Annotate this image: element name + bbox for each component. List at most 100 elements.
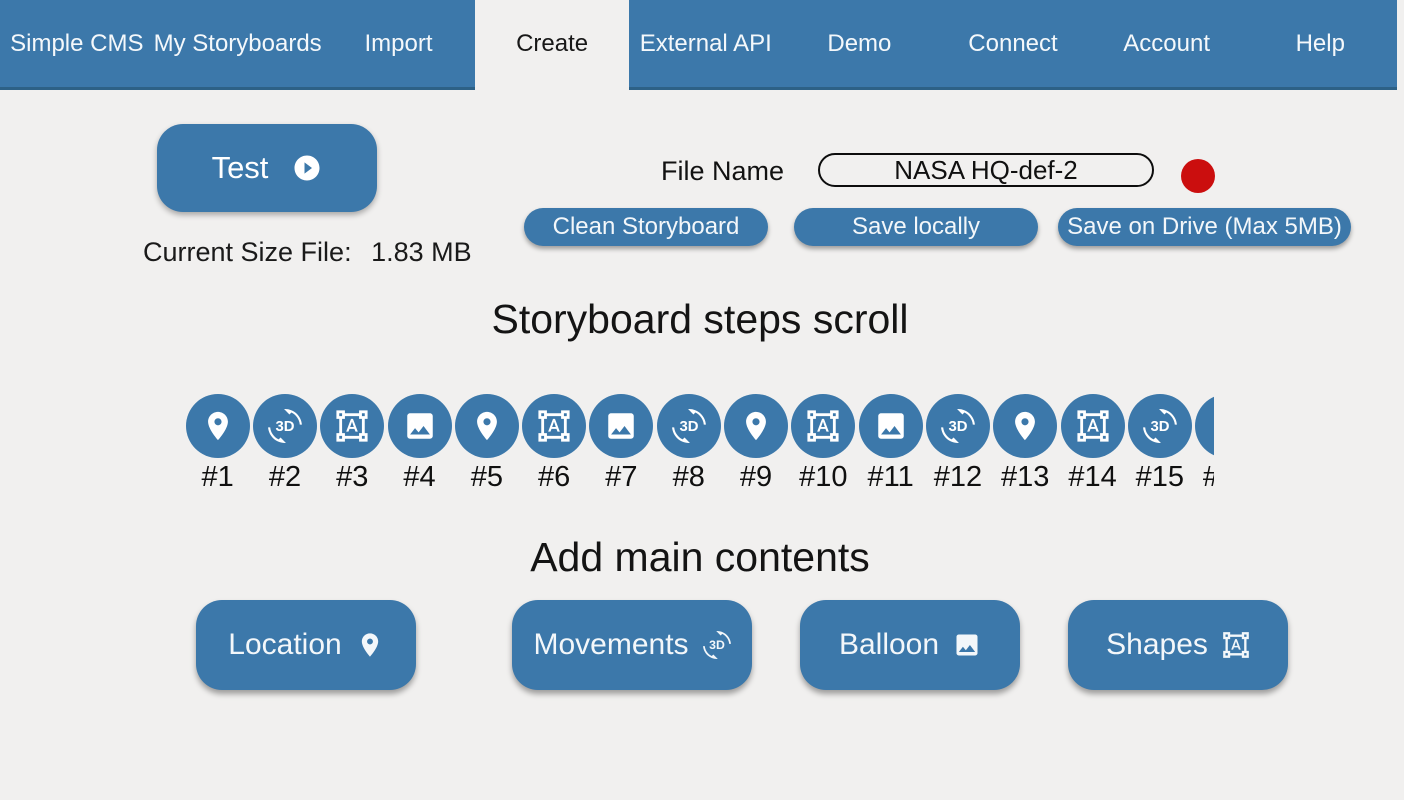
step-circle-8[interactable]: 3D (656, 394, 721, 458)
current-file-size-value: 1.83 MB (371, 237, 472, 267)
save-locally-button[interactable]: Save locally (794, 208, 1038, 246)
step-item-11[interactable]: #11 (857, 394, 924, 494)
step-item-12[interactable]: 3D #12 (924, 394, 991, 494)
add-movements-button[interactable]: Movements 3D (512, 600, 752, 690)
step-item-16[interactable]: #16 (1193, 394, 1214, 494)
file-name-input[interactable] (818, 153, 1154, 187)
step-label: #10 (799, 461, 848, 493)
top-nav: Simple CMS My Storyboards Import Create Exte… (0, 0, 1398, 90)
nav-item-demo[interactable]: Demo (782, 0, 937, 90)
nav-item-simple-cms[interactable]: Simple CMS (0, 0, 154, 90)
nav-item-label: Connect (968, 29, 1058, 57)
add-shapes-button[interactable]: Shapes (1068, 600, 1288, 690)
3d-rotation-icon: 3D (268, 409, 302, 443)
step-item-13[interactable]: #13 (992, 394, 1059, 494)
step-item-9[interactable]: #9 (722, 394, 789, 494)
step-circle-6[interactable] (522, 394, 587, 458)
step-label: #16 (1203, 461, 1214, 494)
step-label: #5 (470, 461, 503, 493)
storyboard-steps-scroll[interactable]: #1 3D#2 #3 #4 #5 #6 #7 3D #8 #9 #10 #11 3D #12 #13 #14 3… (184, 394, 1214, 498)
nav-item-my-storyboards[interactable]: My Storyboards (153, 0, 322, 90)
step-circle-4[interactable] (387, 394, 452, 458)
nav-item-create[interactable]: Create (475, 0, 629, 90)
step-label: #9 (739, 461, 773, 493)
nav-item-label: Help (1295, 29, 1345, 57)
nav-item-label: Simple CMS (10, 29, 144, 57)
nav-item-connect[interactable]: Connect (936, 0, 1090, 90)
storyboard-steps-track: #1 3D#2 #3 #4 #5 #6 #7 3D #8 #9 #10 #11 3D #12 #13 #14 3… (184, 394, 1214, 494)
svg-text:3D: 3D (275, 419, 294, 435)
status-dot (1181, 159, 1215, 193)
step-circle-3[interactable] (320, 394, 385, 458)
image-icon (953, 631, 981, 659)
step-circle-11[interactable] (858, 394, 923, 458)
test-button-label: Test (211, 150, 269, 185)
nav-item-label: External API (639, 29, 772, 57)
step-label: #3 (336, 461, 369, 493)
step-circle-16[interactable] (1195, 394, 1214, 458)
location-icon (356, 631, 384, 659)
shapes-icon (537, 409, 571, 443)
step-circle-10[interactable] (791, 394, 856, 458)
clean-storyboard-button[interactable]: Clean Storyboard (524, 208, 768, 246)
shapes-icon (335, 409, 369, 443)
3d-rotation-icon: 3D (940, 409, 975, 443)
step-item-8[interactable]: 3D #8 (655, 394, 722, 494)
step-circle-12[interactable]: 3D (925, 394, 990, 458)
add-location-button[interactable]: Location (196, 600, 416, 690)
step-label: #12 (933, 461, 983, 493)
step-item-2[interactable]: 3D#2 (251, 394, 318, 494)
step-label: #1 (201, 461, 234, 493)
step-item-15[interactable]: 3D#15 (1126, 394, 1193, 494)
test-button[interactable]: Test (157, 124, 377, 212)
content-button-label: Shapes (1106, 628, 1208, 661)
3d-rotation-icon: 3D (702, 631, 731, 659)
location-icon (201, 409, 235, 443)
content-button-label: Movements (533, 628, 689, 661)
location-icon (470, 409, 504, 443)
step-circle-9[interactable] (724, 394, 789, 458)
step-item-1[interactable]: #1 (184, 394, 251, 494)
svg-text:3D: 3D (948, 419, 967, 435)
content-button-label: Location (228, 628, 342, 661)
nav-item-external-api[interactable]: External API (628, 0, 783, 90)
nav-item-label: Account (1123, 29, 1210, 57)
step-item-14[interactable]: #14 (1059, 394, 1126, 494)
svg-text:3D: 3D (679, 419, 698, 435)
step-item-10[interactable]: #10 (790, 394, 857, 494)
nav-item-label: Demo (827, 29, 892, 57)
save-on-drive-button[interactable]: Save on Drive (Max 5MB) (1058, 208, 1351, 246)
step-item-5[interactable]: #5 (453, 394, 520, 494)
step-circle-14[interactable] (1060, 394, 1125, 458)
nav-item-help[interactable]: Help (1243, 0, 1398, 90)
step-circle-1[interactable] (185, 394, 250, 458)
location-icon (739, 409, 773, 443)
nav-item-label: My Storyboards (153, 29, 322, 57)
shapes-icon (1222, 631, 1250, 659)
add-balloon-button[interactable]: Balloon (800, 600, 1020, 690)
shapes-icon (806, 409, 840, 443)
step-label: #8 (672, 461, 705, 493)
step-label: #14 (1068, 461, 1117, 493)
step-label: #13 (1001, 461, 1050, 493)
3d-rotation-icon: 3D (1142, 409, 1177, 443)
step-item-4[interactable]: #4 (386, 394, 453, 494)
step-circle-5[interactable] (454, 394, 519, 458)
current-file-size-label: Current Size File: (143, 237, 352, 267)
step-label: #7 (605, 461, 638, 493)
step-circle-13[interactable] (993, 394, 1058, 458)
nav-item-label: Import (364, 29, 433, 57)
step-label: #6 (538, 461, 571, 493)
storyboard-steps-title: Storyboard steps scroll (491, 296, 909, 342)
image-icon (403, 409, 437, 443)
step-item-6[interactable]: #6 (520, 394, 587, 494)
step-item-7[interactable]: #7 (588, 394, 655, 494)
step-item-3[interactable]: #3 (319, 394, 386, 494)
nav-item-import[interactable]: Import (321, 0, 476, 90)
step-circle-15[interactable]: 3D (1127, 394, 1192, 458)
nav-item-account[interactable]: Account (1089, 0, 1244, 90)
step-label: #11 (867, 461, 914, 493)
step-circle-2[interactable]: 3D (252, 394, 317, 458)
3d-rotation-icon: 3D (671, 409, 706, 443)
step-circle-7[interactable] (589, 394, 654, 458)
